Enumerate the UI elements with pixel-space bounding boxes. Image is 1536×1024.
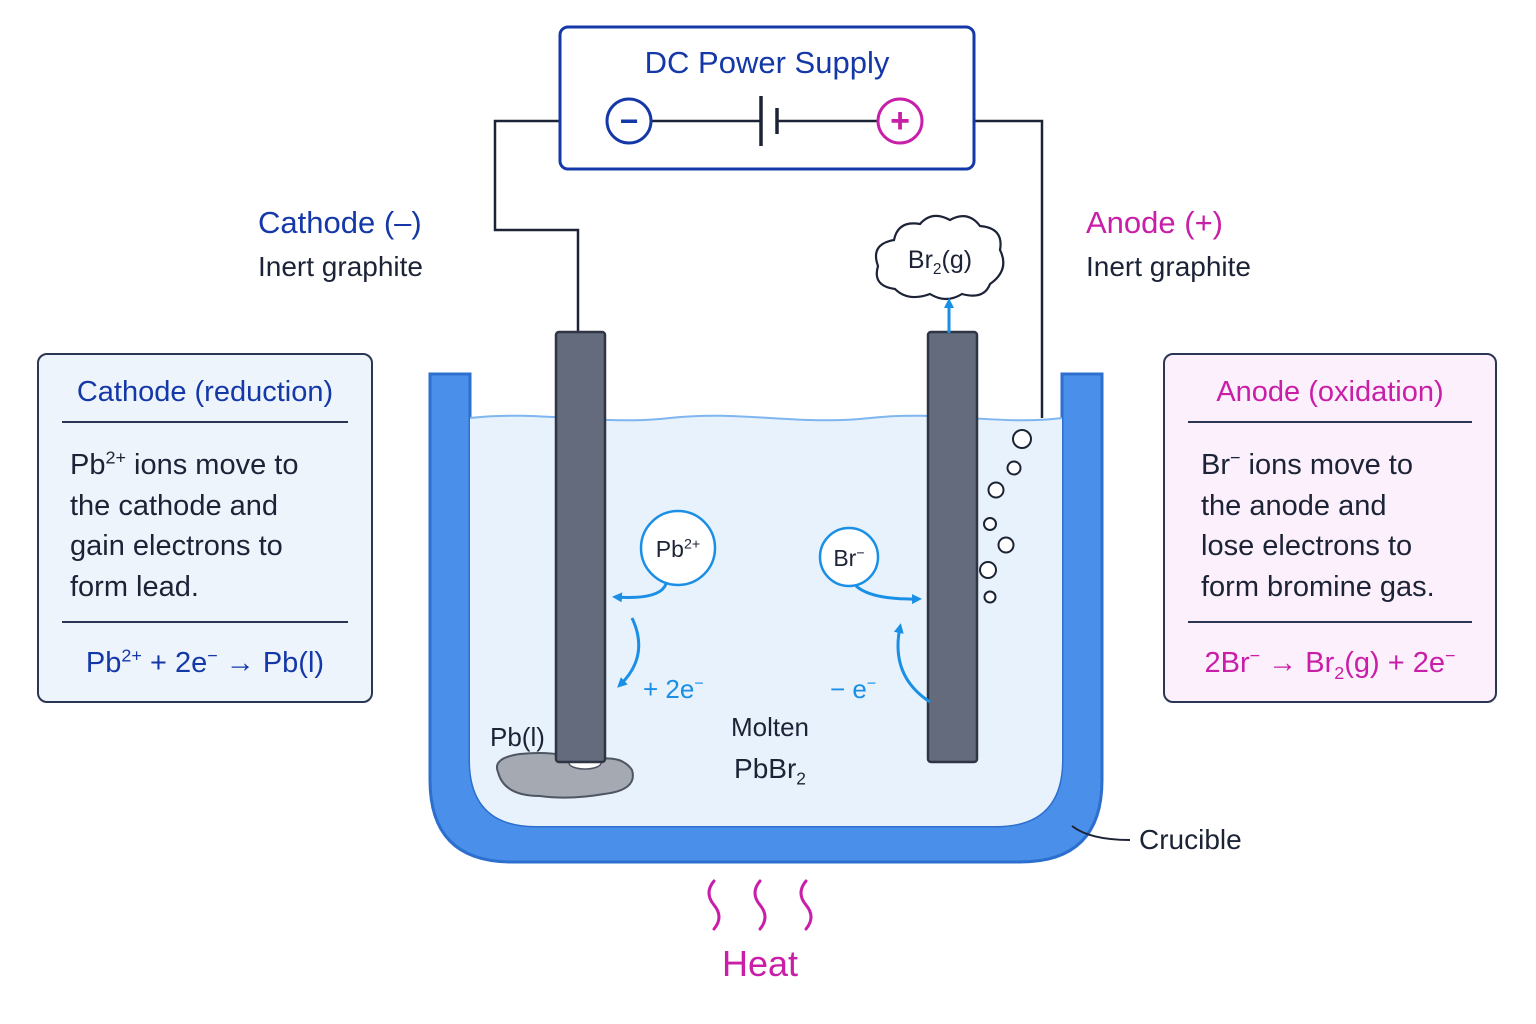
crucible-label: Crucible bbox=[1139, 824, 1242, 855]
anode-electrode bbox=[926, 330, 979, 764]
lead-ion-circle bbox=[639, 509, 717, 587]
cathode-box-divider-top bbox=[62, 421, 348, 423]
cathode-title: Cathode (–) bbox=[258, 205, 422, 240]
cathode-box-line: form lead. bbox=[70, 570, 199, 603]
negative-terminal-symbol: − bbox=[619, 103, 639, 139]
negative-terminal bbox=[605, 97, 653, 145]
electrolyte-label-line1: Molten bbox=[730, 712, 810, 742]
lead-ion-charge: 2+ bbox=[683, 536, 701, 553]
cathode-box-divider-bottom bbox=[62, 621, 348, 623]
heat-label: Heat bbox=[721, 943, 799, 984]
positive-terminal bbox=[876, 97, 924, 145]
bromine-bubbles bbox=[979, 429, 1032, 604]
anode-title: Anode (+) bbox=[1086, 205, 1224, 240]
bubble bbox=[1012, 429, 1032, 449]
heat-wave bbox=[753, 879, 767, 931]
molten-electrolyte bbox=[470, 415, 1062, 826]
cathode-subtitle: Inert graphite bbox=[258, 251, 423, 282]
lead-ion-main: Pb bbox=[655, 536, 684, 562]
cathode-box-title: Cathode (reduction) bbox=[76, 376, 334, 408]
lead-ion-label: Pb2+ bbox=[641, 536, 715, 562]
power-supply-box bbox=[558, 25, 976, 171]
bromide-ion-main: Br bbox=[833, 545, 857, 571]
gas-label: Br2(g) bbox=[880, 246, 1000, 278]
anode-box-divider-top bbox=[1188, 421, 1472, 423]
bromide-ion-charge: − bbox=[856, 545, 865, 562]
positive-terminal-symbol: + bbox=[890, 102, 910, 140]
cathode-box-body: Pb2+ ions move to the cathode and gain e… bbox=[70, 445, 298, 607]
anode-box-line: lose electrons to bbox=[1201, 530, 1413, 562]
bubble bbox=[979, 561, 997, 579]
anode-box-line: Br− ions move to bbox=[1201, 447, 1413, 481]
electrolyte-formula-sub: 2 bbox=[796, 768, 806, 789]
crucible-leader bbox=[1071, 825, 1131, 841]
cathode-wire bbox=[493, 119, 610, 333]
bromide-ion-circle bbox=[818, 526, 880, 588]
lose-electrons-charge: − bbox=[866, 674, 877, 693]
gas-label-main: Br bbox=[907, 246, 933, 274]
electrolyte-label-line2: PbBr2 bbox=[700, 753, 840, 788]
bubble bbox=[983, 517, 997, 531]
gas-label-sub: 2 bbox=[932, 261, 942, 278]
cathode-electrode bbox=[554, 330, 607, 764]
bubble bbox=[997, 536, 1015, 554]
anode-info-box: Anode (oxidation) Br− ions move to the a… bbox=[1163, 353, 1497, 703]
gain-electrons-charge: − bbox=[694, 674, 704, 693]
bubble bbox=[1006, 460, 1022, 476]
gas-label-tail: (g) bbox=[941, 246, 973, 274]
bromide-ion-arrow bbox=[855, 584, 922, 605]
cathode-box-line: Pb2+ ions move to bbox=[70, 447, 299, 481]
anode-box-line: form bromine gas. bbox=[1201, 570, 1435, 603]
electron-loss-arrow bbox=[893, 623, 931, 704]
bromide-ion-label: Br− bbox=[820, 545, 878, 571]
cathode-box-line: gain electrons to bbox=[70, 530, 283, 562]
gain-electrons-label: + 2e− bbox=[643, 674, 704, 704]
bubble bbox=[987, 481, 1005, 499]
heat-wave bbox=[707, 879, 721, 931]
cathode-box-line: the cathode and bbox=[70, 489, 279, 522]
anode-box-line: the anode and bbox=[1201, 489, 1387, 522]
electron-gain-arrow bbox=[617, 617, 641, 688]
electrolyte-formula-main: PbBr bbox=[734, 753, 797, 784]
heat-waves bbox=[707, 879, 813, 931]
cathode-equation: Pb2+ + 2e− → Pb(l) bbox=[85, 645, 325, 679]
gain-electrons-text: + 2e bbox=[643, 674, 695, 704]
lead-deposit-label: Pb(l) bbox=[490, 722, 545, 752]
anode-box-body: Br− ions move to the anode and lose elec… bbox=[1201, 445, 1435, 607]
cathode-info-box: Cathode (reduction) Pb2+ ions move to th… bbox=[37, 353, 373, 703]
lose-electrons-label: − e− bbox=[830, 674, 877, 704]
lead-ion-arrow bbox=[612, 583, 668, 603]
anode-box-divider-bottom bbox=[1188, 621, 1472, 623]
anode-box-title: Anode (oxidation) bbox=[1216, 376, 1444, 408]
anode-subtitle: Inert graphite bbox=[1086, 251, 1251, 282]
heat-wave bbox=[799, 879, 813, 931]
lose-electrons-text: − e bbox=[830, 674, 867, 704]
anode-equation: 2Br− → Br2(g) + 2e− bbox=[1204, 645, 1456, 683]
power-supply-title: DC Power Supply bbox=[644, 45, 890, 80]
bubble bbox=[983, 590, 997, 604]
